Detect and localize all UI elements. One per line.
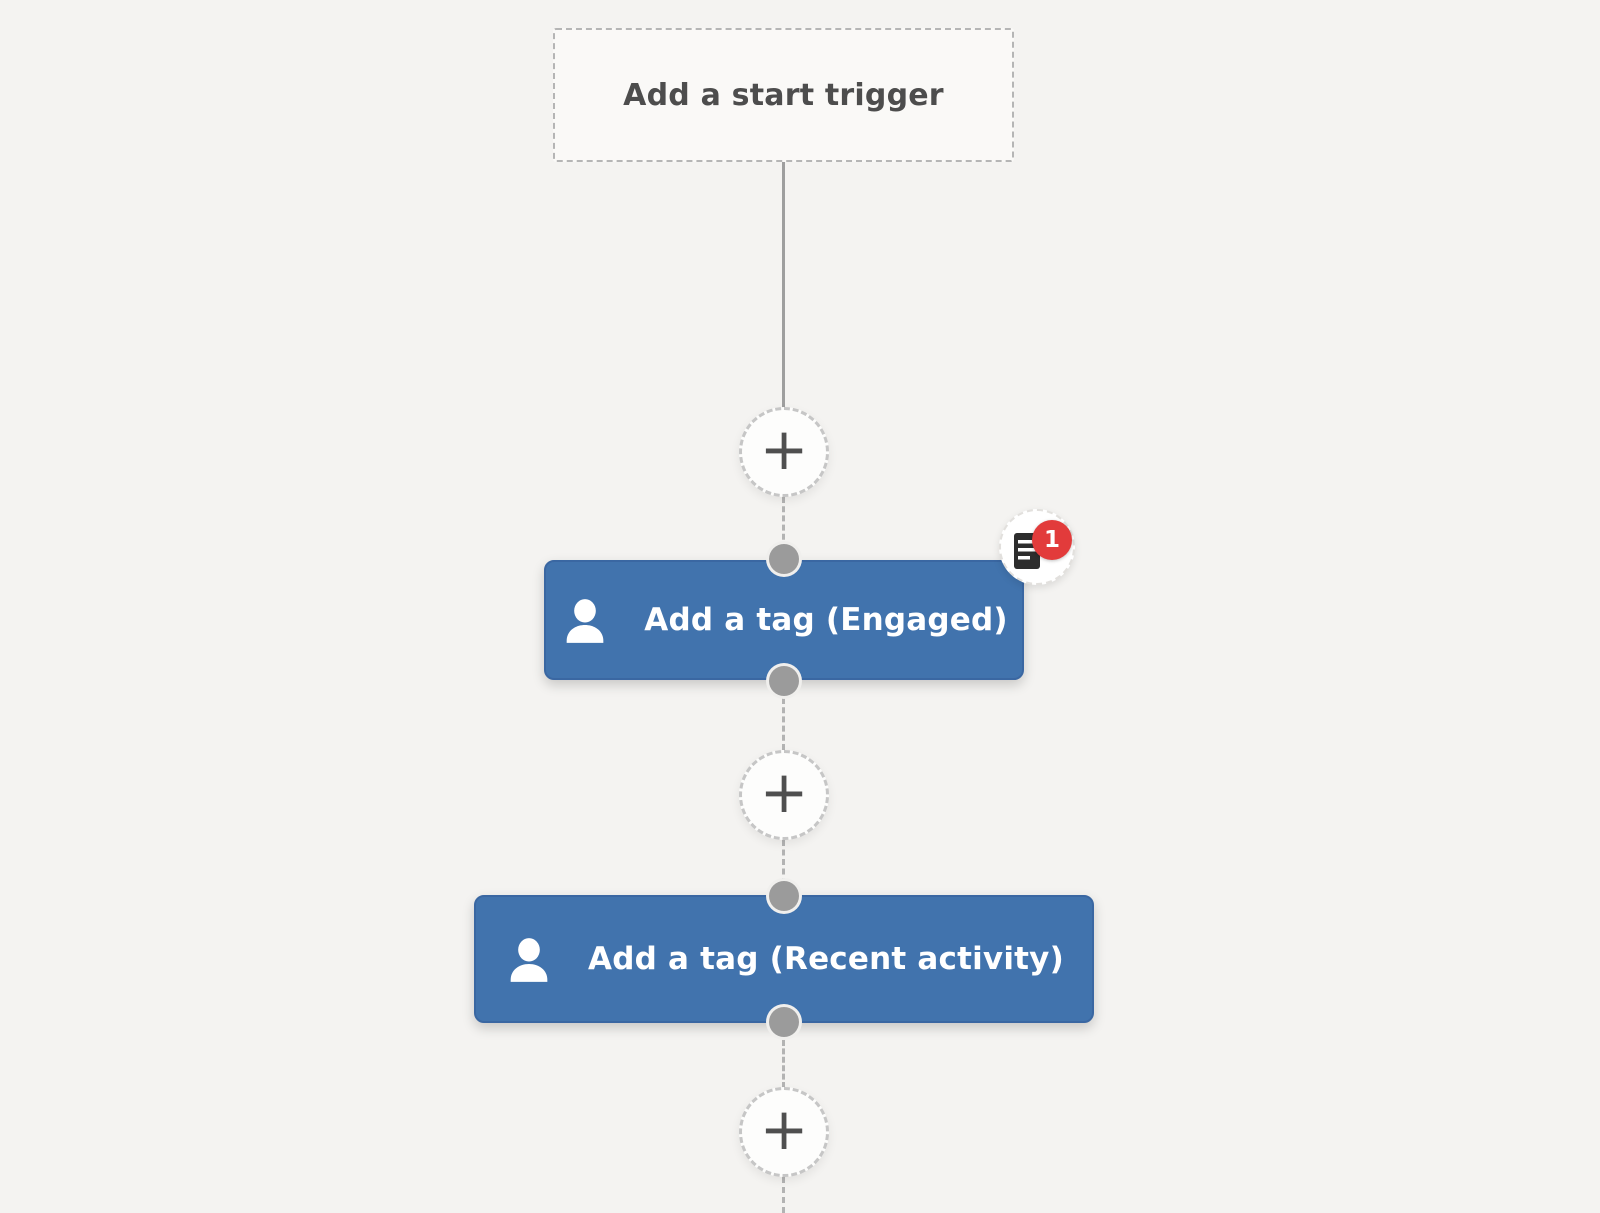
node-add-tag-recent-activity[interactable]: Add a tag (Recent activity) (474, 895, 1094, 1023)
connector-line (782, 162, 785, 408)
node-notification[interactable]: 1 (999, 509, 1075, 585)
add-start-trigger-box[interactable]: Add a start trigger (553, 28, 1014, 162)
node-label: Add a tag (Engaged) (644, 602, 1008, 638)
node-add-tag-engaged[interactable]: Add a tag (Engaged) (544, 560, 1024, 680)
connector-line-dashed (782, 1040, 785, 1088)
connector-line-dashed (782, 840, 785, 884)
person-icon (510, 938, 548, 982)
person-icon (566, 599, 604, 643)
add-start-trigger-label: Add a start trigger (623, 77, 944, 113)
add-step-button[interactable]: + (739, 750, 829, 840)
notification-count: 1 (1043, 527, 1060, 553)
plus-icon: + (759, 758, 809, 826)
plus-icon: + (759, 1095, 809, 1163)
add-step-button[interactable]: + (739, 1087, 829, 1177)
connector-port (766, 878, 802, 914)
plus-icon: + (759, 415, 809, 483)
connector-line-dashed (782, 698, 785, 750)
node-label: Add a tag (Recent activity) (588, 941, 1064, 977)
connector-port (766, 1004, 802, 1040)
connector-port (766, 541, 802, 577)
connector-line-dashed (782, 497, 785, 549)
connector-port (766, 663, 802, 699)
add-step-button[interactable]: + (739, 407, 829, 497)
connector-line-dashed (782, 1177, 785, 1213)
notification-count-badge: 1 (1032, 520, 1072, 560)
